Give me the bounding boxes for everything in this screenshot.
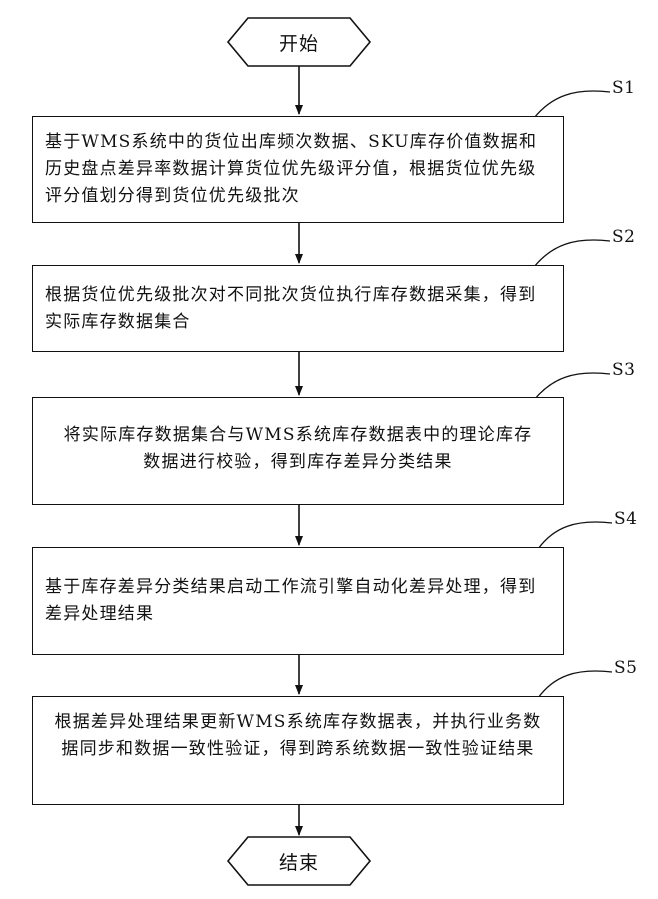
end-label: 结束 <box>228 837 370 885</box>
step-label-s3: S3 <box>612 360 635 380</box>
leader-s1 <box>534 91 610 118</box>
step-text-s4: 基于库存差异分类结果启动工作流引擎自动化差异处理，得到差异处理结果 <box>45 574 553 628</box>
step-box-s2: 根据货位优先级批次对不同批次货位执行库存数据采集，得到实际库存数据集合 <box>32 265 564 352</box>
step-box-s4: 基于库存差异分类结果启动工作流引擎自动化差异处理，得到差异处理结果 <box>32 547 564 655</box>
step-label-s5: S5 <box>614 658 637 678</box>
step-box-s5: 根据差异处理结果更新WMS系统库存数据表，并执行业务数据同步和数据一致性验证，得… <box>32 696 564 805</box>
step-text-s1: 基于WMS系统中的货位出库频次数据、SKU库存价值数据和历史盘点差异率数据计算货… <box>45 129 553 210</box>
leader-s5 <box>538 671 612 698</box>
step-box-s1: 基于WMS系统中的货位出库频次数据、SKU库存价值数据和历史盘点差异率数据计算货… <box>32 116 564 223</box>
step-label-s4: S4 <box>614 509 637 529</box>
step-text-s2: 根据货位优先级批次对不同批次货位执行库存数据采集，得到实际库存数据集合 <box>45 282 553 336</box>
leader-s3 <box>534 373 610 400</box>
step-label-s2: S2 <box>612 227 635 247</box>
step-text-s5: 根据差异处理结果更新WMS系统库存数据表，并执行业务数据同步和数据一致性验证，得… <box>47 709 549 763</box>
step-text-s3: 将实际库存数据集合与WMS系统库存数据表中的理论库存数据进行校验，得到库存差异分… <box>59 422 537 476</box>
step-label-s1: S1 <box>612 78 635 98</box>
step-box-s3: 将实际库存数据集合与WMS系统库存数据表中的理论库存数据进行校验，得到库存差异分… <box>32 397 564 505</box>
leader-s2 <box>534 240 610 267</box>
leader-s4 <box>538 522 612 549</box>
start-label: 开始 <box>228 18 370 66</box>
